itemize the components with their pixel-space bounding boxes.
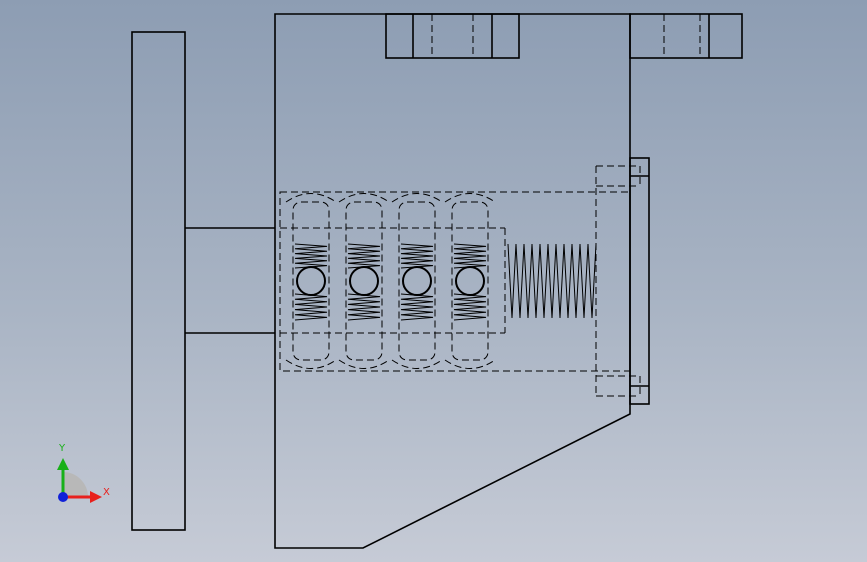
main-body [274, 13, 631, 549]
triad-rotation-arc [63, 472, 88, 497]
ball-2 [349, 266, 379, 296]
ball-1 [296, 266, 326, 296]
axis-triad [57, 458, 102, 503]
hidden-edges [279, 14, 701, 397]
balls [296, 266, 485, 296]
springs [294, 243, 597, 321]
plunger-spring-upper-1 [294, 243, 328, 269]
ball-3 [402, 266, 432, 296]
x-axis-arrow [90, 491, 102, 503]
y-axis-label: Y [59, 443, 66, 454]
plunger-spring-lower-3 [400, 293, 434, 321]
top-lug-right [629, 13, 743, 59]
plunger-spring-upper-4 [453, 243, 487, 269]
y-axis-arrow [57, 458, 69, 470]
plunger-spring-lower-2 [347, 293, 381, 321]
plunger-spring-lower-4 [453, 293, 487, 321]
hidden-bore [279, 191, 631, 372]
left-plate [131, 31, 186, 531]
plunger-spring-lower-1 [294, 293, 328, 321]
main-spring [507, 243, 597, 319]
top-lug-left [385, 13, 520, 59]
plunger-spring-upper-3 [400, 243, 434, 269]
ball-4 [455, 266, 485, 296]
z-axis-dot [58, 492, 68, 502]
x-axis-label: X [103, 487, 110, 498]
end-cap-outer [629, 157, 650, 405]
solid-edges [131, 13, 743, 549]
plunger-spring-upper-2 [347, 243, 381, 269]
